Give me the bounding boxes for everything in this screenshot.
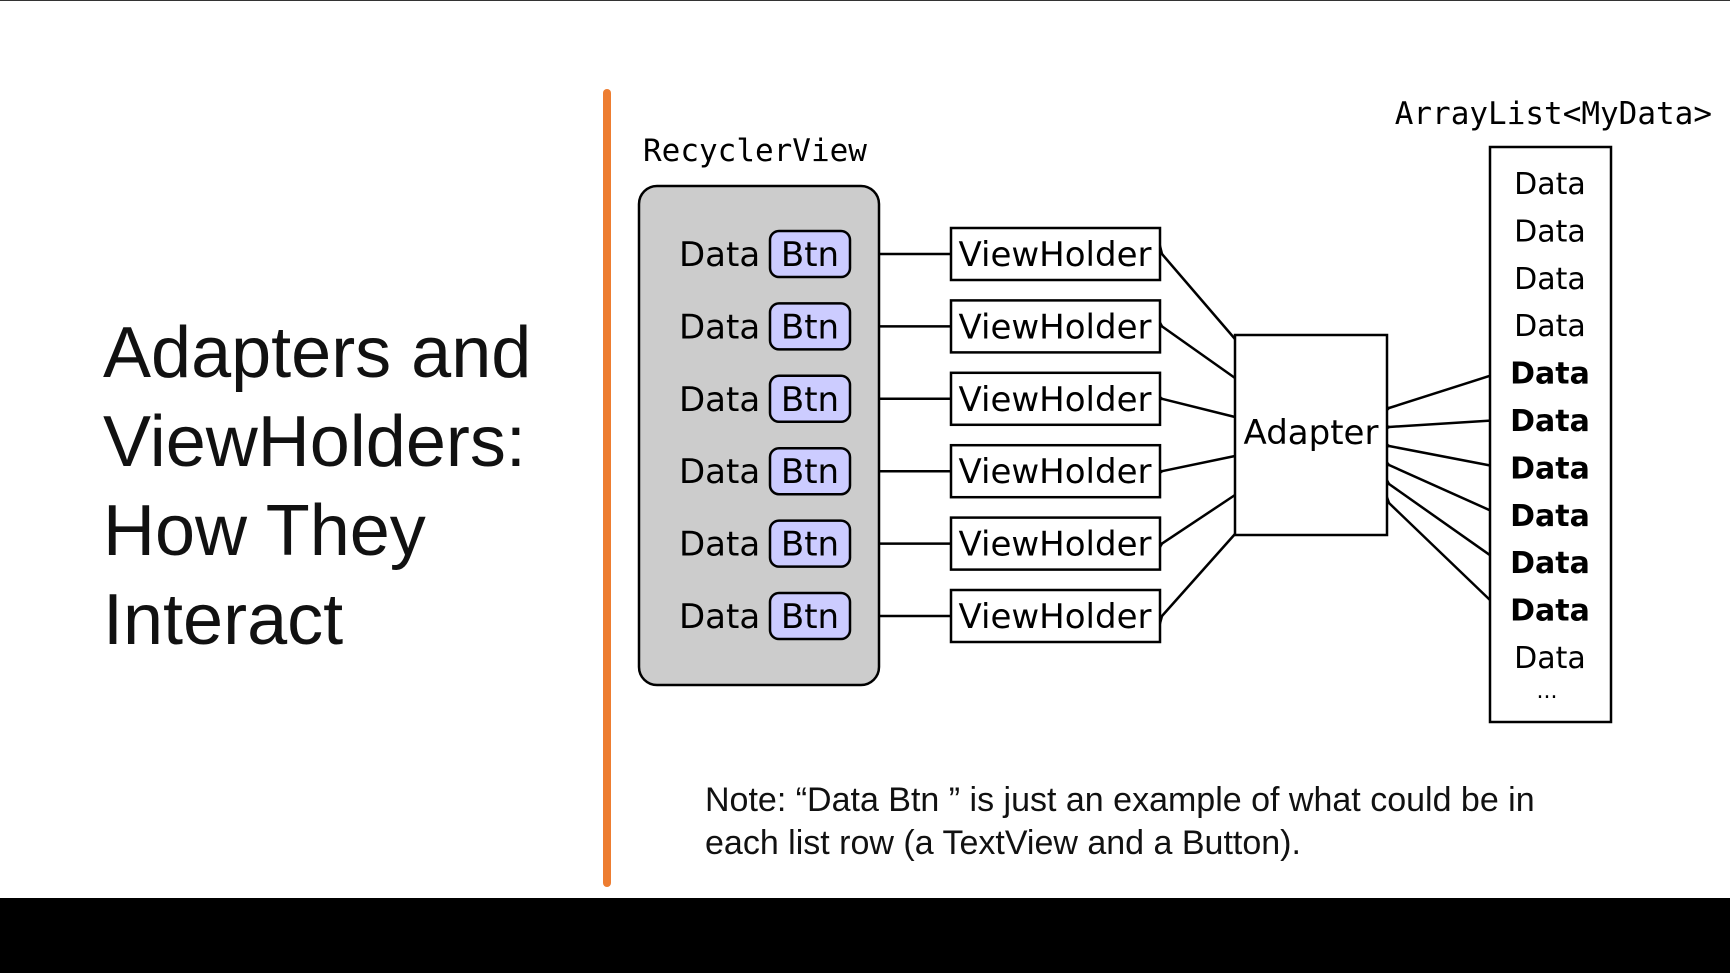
viewholder-label: ViewHolder (959, 525, 1152, 565)
arraylist-item-bound: Data (1510, 451, 1590, 486)
data-to-adapter-arrow (1389, 465, 1501, 516)
viewholder-box (949, 443, 1162, 499)
slide-title-line-3: How They (103, 491, 426, 571)
row-button (768, 374, 852, 424)
data-to-adapter-arrow (1389, 371, 1501, 408)
slide-title-line-4: Interact (103, 580, 344, 660)
viewholder-label: ViewHolder (959, 235, 1152, 275)
viewholder-box (949, 588, 1162, 644)
arraylist-item-bound: Data (1510, 499, 1590, 534)
adapter-to-viewholder-arrow (1162, 326, 1236, 380)
data-to-adapter-arrow (1389, 446, 1501, 469)
data-to-adapter-arrow (1389, 503, 1501, 611)
data-to-adapter-arrow (1389, 484, 1501, 564)
row-button (768, 302, 852, 351)
adapter-to-viewholder-arrow (1162, 454, 1236, 471)
row-button-label: Btn (781, 525, 839, 565)
arraylist-box (1488, 145, 1613, 724)
row-button-label: Btn (781, 597, 839, 637)
slide: Adapters and ViewHolders: How They Inter… (0, 0, 1730, 887)
viewholder-box (949, 226, 1162, 282)
row-button (768, 446, 852, 496)
diagram-edges (852, 254, 1501, 616)
row-button-label: Btn (781, 380, 839, 420)
arraylist-item-bound: Data (1510, 594, 1590, 629)
viewholder-label: ViewHolder (959, 452, 1152, 492)
divider-line (603, 89, 611, 887)
adapter-to-viewholder-arrow (1162, 533, 1236, 616)
arraylist-label: ArrayList<MyData> (1395, 96, 1712, 132)
row-data-label: Data (679, 235, 760, 275)
diagram-nodes: RecyclerViewArrayList<MyData>AdapterData… (637, 96, 1712, 724)
adapter-diagram: RecyclerViewArrayList<MyData>AdapterData… (637, 96, 1712, 724)
arraylist-item: Data (1514, 262, 1586, 297)
arraylist-item: Data (1514, 641, 1586, 676)
viewholder-label: ViewHolder (959, 597, 1152, 637)
arraylist-item-bound: Data (1510, 404, 1590, 439)
row-data-label: Data (679, 597, 760, 637)
arraylist-item-bound: Data (1510, 357, 1590, 392)
viewholder-label: ViewHolder (959, 307, 1152, 347)
adapter-to-viewholder-arrow (1162, 399, 1236, 419)
adapter-label: Adapter (1244, 413, 1379, 453)
arraylist-more-ellipsis: ... (1537, 679, 1558, 704)
adapter-box (1233, 333, 1389, 537)
row-data-label: Data (679, 307, 760, 347)
row-button-label: Btn (781, 452, 839, 492)
arraylist-item: Data (1514, 167, 1586, 202)
recyclerview-label: RecyclerView (643, 133, 867, 169)
bottom-bar (0, 898, 1730, 973)
slide-title-line-1: Adapters and (103, 313, 532, 393)
viewholder-box (949, 516, 1162, 571)
adapter-to-viewholder-arrow (1162, 254, 1236, 340)
row-data-label: Data (679, 380, 760, 420)
arraylist-item: Data (1514, 309, 1586, 344)
row-button (768, 229, 852, 279)
row-data-label: Data (679, 525, 760, 565)
arraylist-item-bound: Data (1510, 546, 1590, 581)
note-text: Note: “Data Btn ” is just an example of … (705, 779, 1635, 865)
row-button (768, 591, 852, 641)
note-line-2: each list row (a TextView and a Button). (705, 824, 1301, 862)
note-line-1: Note: “Data Btn ” is just an example of … (705, 781, 1535, 819)
row-data-label: Data (679, 452, 760, 492)
viewholder-box (949, 371, 1162, 427)
viewholder-label: ViewHolder (959, 380, 1152, 420)
viewholder-box (949, 299, 1162, 354)
data-to-adapter-arrow (1389, 418, 1501, 427)
slide-title-line-2: ViewHolders: (103, 402, 526, 482)
row-button-label: Btn (781, 235, 839, 275)
row-button-label: Btn (781, 307, 839, 347)
adapter-to-viewholder-arrow (1162, 493, 1236, 544)
row-button (768, 519, 852, 568)
arraylist-item: Data (1514, 214, 1586, 249)
